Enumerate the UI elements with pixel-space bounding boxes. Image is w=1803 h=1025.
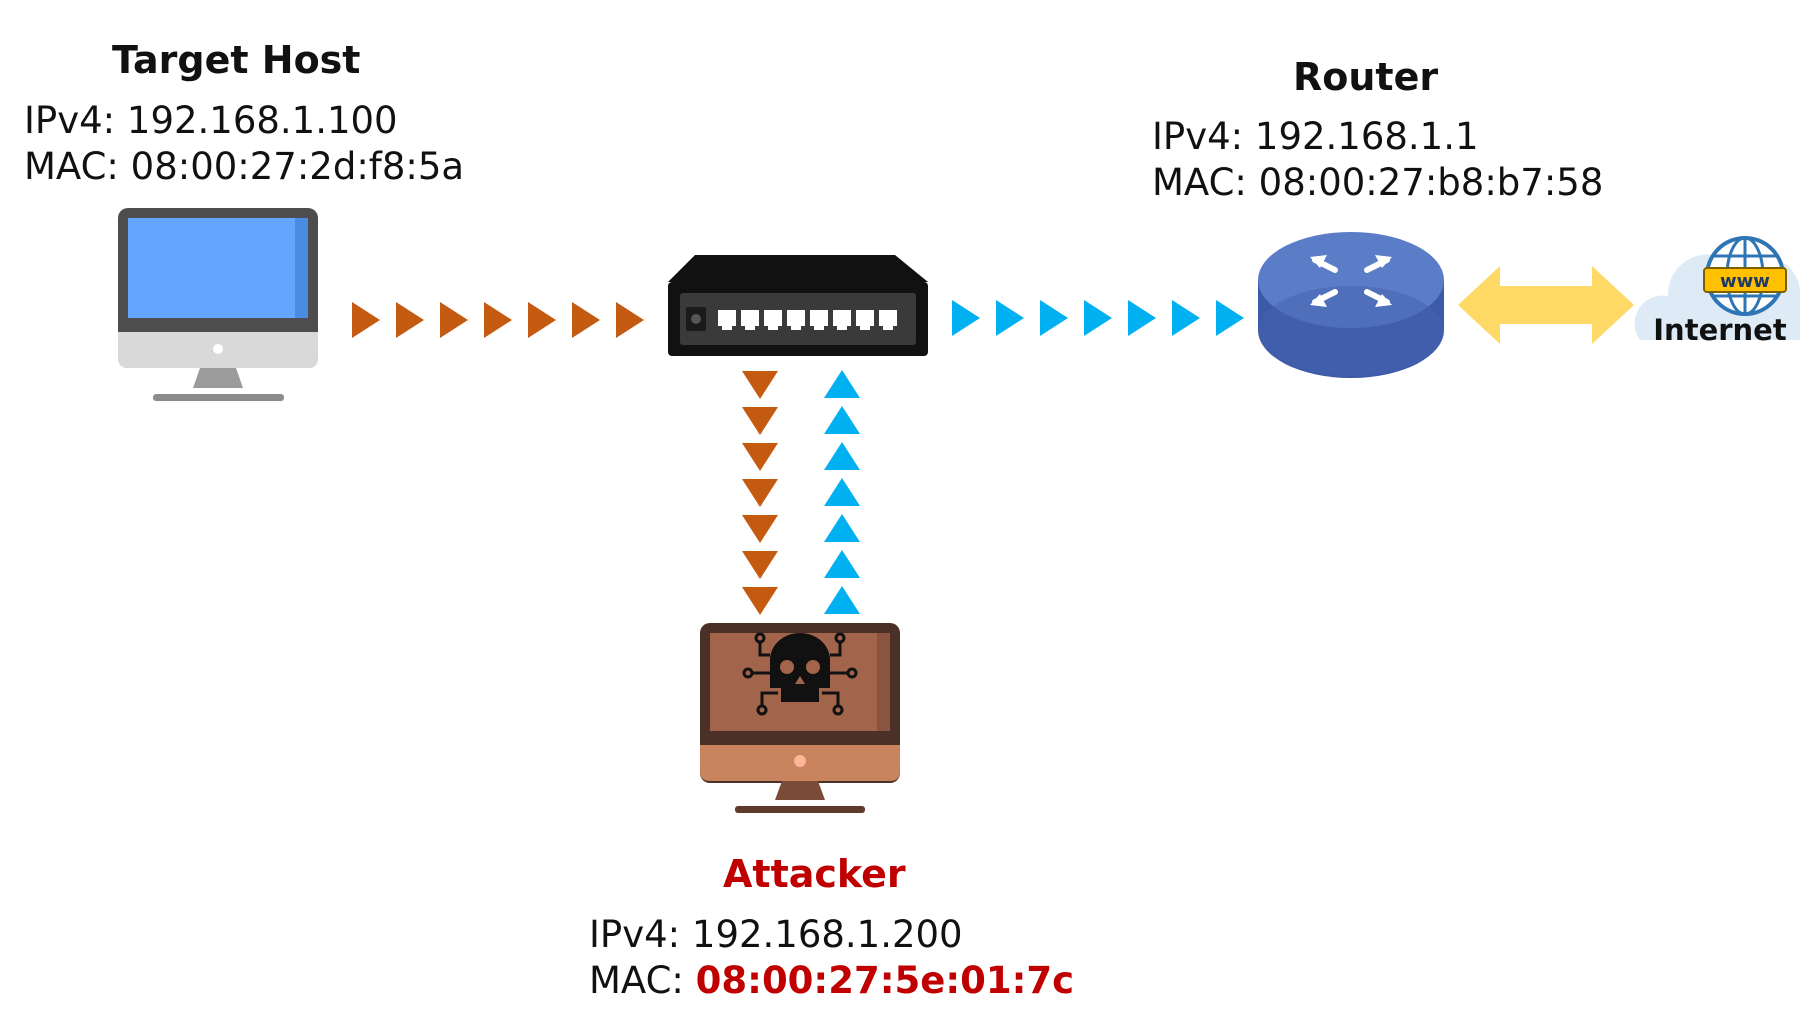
router-title: Router [1293, 55, 1439, 99]
router-mac: MAC: 08:00:27:b8:b7:58 [1152, 160, 1603, 206]
flow-arrow-icon [352, 302, 380, 338]
attacker-mac: MAC: 08:00:27:5e:01:7c [589, 958, 1074, 1004]
target-host-title: Target Host [112, 38, 361, 82]
router-ipv4: IPv4: 192.168.1.1 [1152, 114, 1479, 160]
flow-arrow-icon [824, 406, 860, 434]
flow-arrow-icon [996, 300, 1024, 336]
attacker-monitor-icon [700, 623, 900, 813]
flow-arrow-icon [952, 300, 980, 336]
arrows-switch-to-attacker [742, 371, 778, 615]
flow-arrow-icon [742, 479, 778, 507]
skull-icon [742, 632, 858, 716]
flow-arrow-icon [484, 302, 512, 338]
flow-arrow-icon [824, 478, 860, 506]
flow-arrow-icon [824, 514, 860, 542]
flow-arrow-icon [616, 302, 644, 338]
switch-ports [718, 310, 897, 330]
flow-arrow-icon [824, 586, 860, 614]
router-ipv4-value: 192.168.1.1 [1254, 115, 1479, 158]
attacker-ipv4-value: 192.168.1.200 [691, 913, 963, 956]
flow-arrow-icon [396, 302, 424, 338]
flow-arrow-icon [742, 371, 778, 399]
flow-arrow-icon [1040, 300, 1068, 336]
attacker-title: Attacker [723, 852, 906, 896]
flow-arrow-icon [742, 443, 778, 471]
target-host-mac: MAC: 08:00:27:2d:f8:5a [24, 144, 464, 190]
flow-arrow-icon [742, 407, 778, 435]
arrows-host-to-switch [352, 302, 644, 338]
flow-arrow-icon [824, 550, 860, 578]
internet-cloud-icon: www Internet [1634, 236, 1800, 347]
switch-icon [668, 255, 928, 356]
router-ipv4-label: IPv4: [1152, 115, 1244, 158]
arrows-switch-to-router [952, 300, 1244, 336]
flow-arrow-icon [528, 302, 556, 338]
flow-arrow-icon [1216, 300, 1244, 336]
attacker-ipv4-label: IPv4: [589, 913, 681, 956]
flow-arrow-icon [572, 302, 600, 338]
flow-arrow-icon [742, 587, 778, 615]
internet-label: Internet [1653, 313, 1787, 347]
flow-arrow-icon [1172, 300, 1200, 336]
target-host-ipv4-value: 192.168.1.100 [126, 99, 398, 142]
target-host-mac-label: MAC: [24, 145, 119, 188]
target-host-mac-value: 08:00:27:2d:f8:5a [130, 145, 465, 188]
attacker-mac-value: 08:00:27:5e:01:7c [695, 959, 1075, 1002]
flow-arrow-icon [742, 515, 778, 543]
flow-arrow-icon [440, 302, 468, 338]
flow-arrow-icon [1128, 300, 1156, 336]
flow-arrow-icon [1084, 300, 1112, 336]
flow-arrow-icon [742, 551, 778, 579]
flow-arrow-icon [824, 370, 860, 398]
target-host-ipv4: IPv4: 192.168.1.100 [24, 98, 398, 144]
router-mac-value: 08:00:27:b8:b7:58 [1258, 161, 1604, 204]
flow-arrow-icon [824, 442, 860, 470]
router-mac-label: MAC: [1152, 161, 1247, 204]
router-internet-link-arrow [1458, 266, 1634, 344]
arrows-attacker-to-switch [824, 370, 860, 614]
www-label: www [1720, 271, 1770, 292]
router-icon [1258, 232, 1444, 378]
attacker-mac-label: MAC: [589, 959, 684, 1002]
attacker-ipv4: IPv4: 192.168.1.200 [589, 912, 963, 958]
target-host-ipv4-label: IPv4: [24, 99, 116, 142]
target-host-monitor-icon [118, 208, 318, 401]
